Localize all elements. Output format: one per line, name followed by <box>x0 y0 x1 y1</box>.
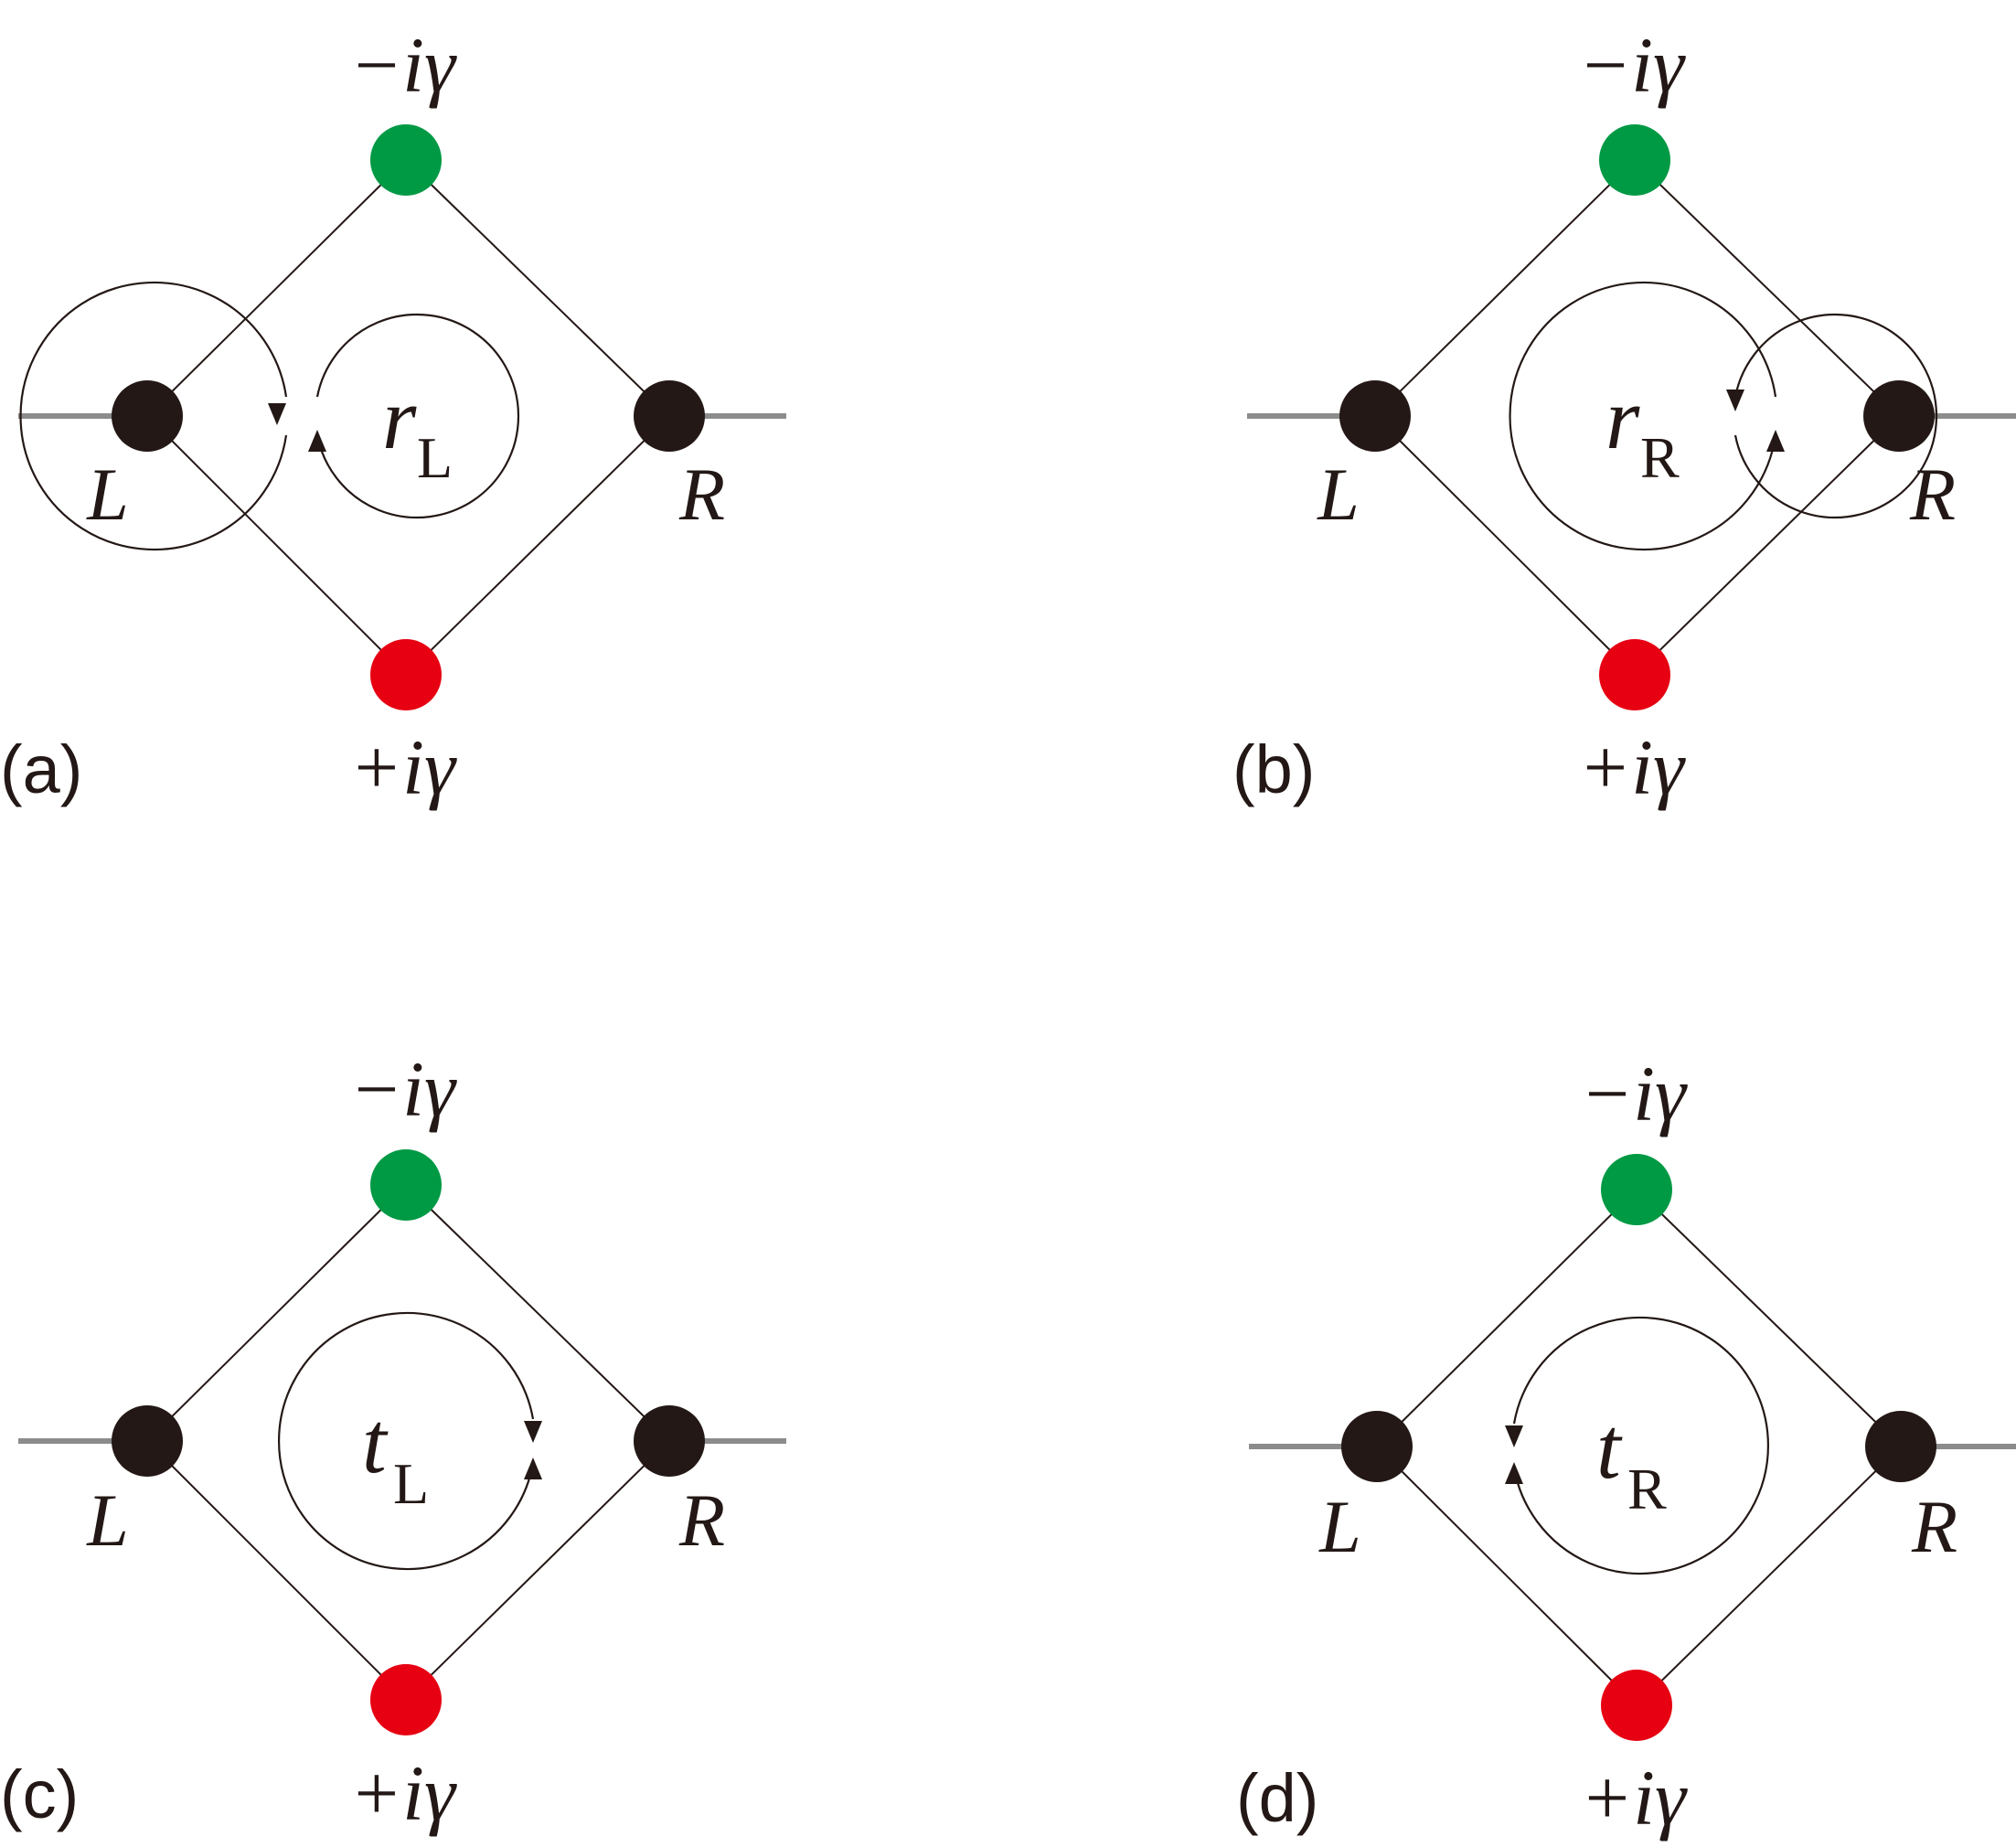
left-port-site <box>1339 380 1411 452</box>
inner-loop <box>1733 313 1938 519</box>
left-port-site <box>112 1405 183 1477</box>
loss-site <box>1599 124 1670 196</box>
left-port-label: L <box>1318 1485 1361 1568</box>
right-port-site <box>634 1405 705 1477</box>
gain-site <box>370 639 442 710</box>
center-subscript: L <box>417 425 453 490</box>
right-port-site <box>1865 1411 1936 1482</box>
center-symbol: t <box>1596 1399 1623 1497</box>
center-subscript: R <box>1640 425 1680 490</box>
right-port-site <box>1863 380 1935 452</box>
loop-arrowhead-bottom <box>524 1457 542 1479</box>
bottom-potential-label: +iγ <box>1578 723 1686 811</box>
panel-b: r R −iγ +iγ L R (b) <box>1232 21 2016 811</box>
outer-loop <box>1509 281 1777 551</box>
outer-loop-arrowhead <box>1766 430 1785 452</box>
ring-edges <box>1375 1188 1903 1707</box>
center-symbol: r <box>1605 369 1640 467</box>
panel-label: (d) <box>1236 1760 1318 1836</box>
left-port-label: L <box>86 1479 129 1562</box>
panel-d: t R −iγ +iγ L R (d) <box>1236 1050 2016 1842</box>
gain-site <box>370 1664 442 1735</box>
top-potential-label: −iγ <box>349 21 457 109</box>
loss-site <box>370 124 442 196</box>
center-subscript: L <box>393 1451 429 1516</box>
center-subscript: R <box>1627 1457 1667 1521</box>
transmission-loop <box>278 1311 535 1571</box>
loop-arrowhead-bottom <box>1505 1462 1523 1484</box>
panel-label: (b) <box>1232 731 1315 807</box>
right-port-label: R <box>1911 1485 1957 1568</box>
panel-label: (a) <box>0 731 82 807</box>
bottom-potential-label: +iγ <box>349 1749 457 1837</box>
outer-loop <box>19 281 288 551</box>
top-potential-label: −iγ <box>1578 21 1686 109</box>
ring-edges <box>145 1183 671 1702</box>
bottom-potential-label: +iγ <box>1580 1754 1688 1842</box>
loop-arrowhead-top <box>1505 1425 1523 1447</box>
panel-c: t L −iγ +iγ L R (c) <box>0 1045 786 1837</box>
top-potential-label: −iγ <box>1580 1050 1688 1137</box>
center-symbol: t <box>362 1393 389 1491</box>
loss-site <box>1601 1154 1672 1225</box>
center-symbol: r <box>382 369 417 467</box>
transmission-loop <box>1512 1316 1769 1575</box>
right-port-site <box>634 380 705 452</box>
right-port-label: R <box>678 1479 725 1562</box>
left-port-label: L <box>1317 453 1360 536</box>
outer-loop-arrowhead <box>268 403 286 425</box>
panel-label: (c) <box>0 1756 79 1832</box>
gain-site <box>1599 639 1670 710</box>
right-port-label: R <box>678 453 725 536</box>
inner-loop-arrowhead <box>1726 390 1744 411</box>
left-port-label: L <box>86 453 129 536</box>
loop-arrowhead-top <box>524 1421 542 1443</box>
inner-loop-arrowhead <box>308 430 326 452</box>
loss-site <box>370 1149 442 1221</box>
bottom-potential-label: +iγ <box>349 723 457 811</box>
inner-loop <box>315 313 520 519</box>
left-port-site <box>112 380 183 452</box>
top-potential-label: −iγ <box>349 1045 457 1133</box>
gain-site <box>1601 1670 1672 1741</box>
right-port-label: R <box>1909 453 1956 536</box>
left-port-site <box>1341 1411 1413 1482</box>
panel-a: r L −iγ +iγ L R (a) <box>0 21 786 811</box>
